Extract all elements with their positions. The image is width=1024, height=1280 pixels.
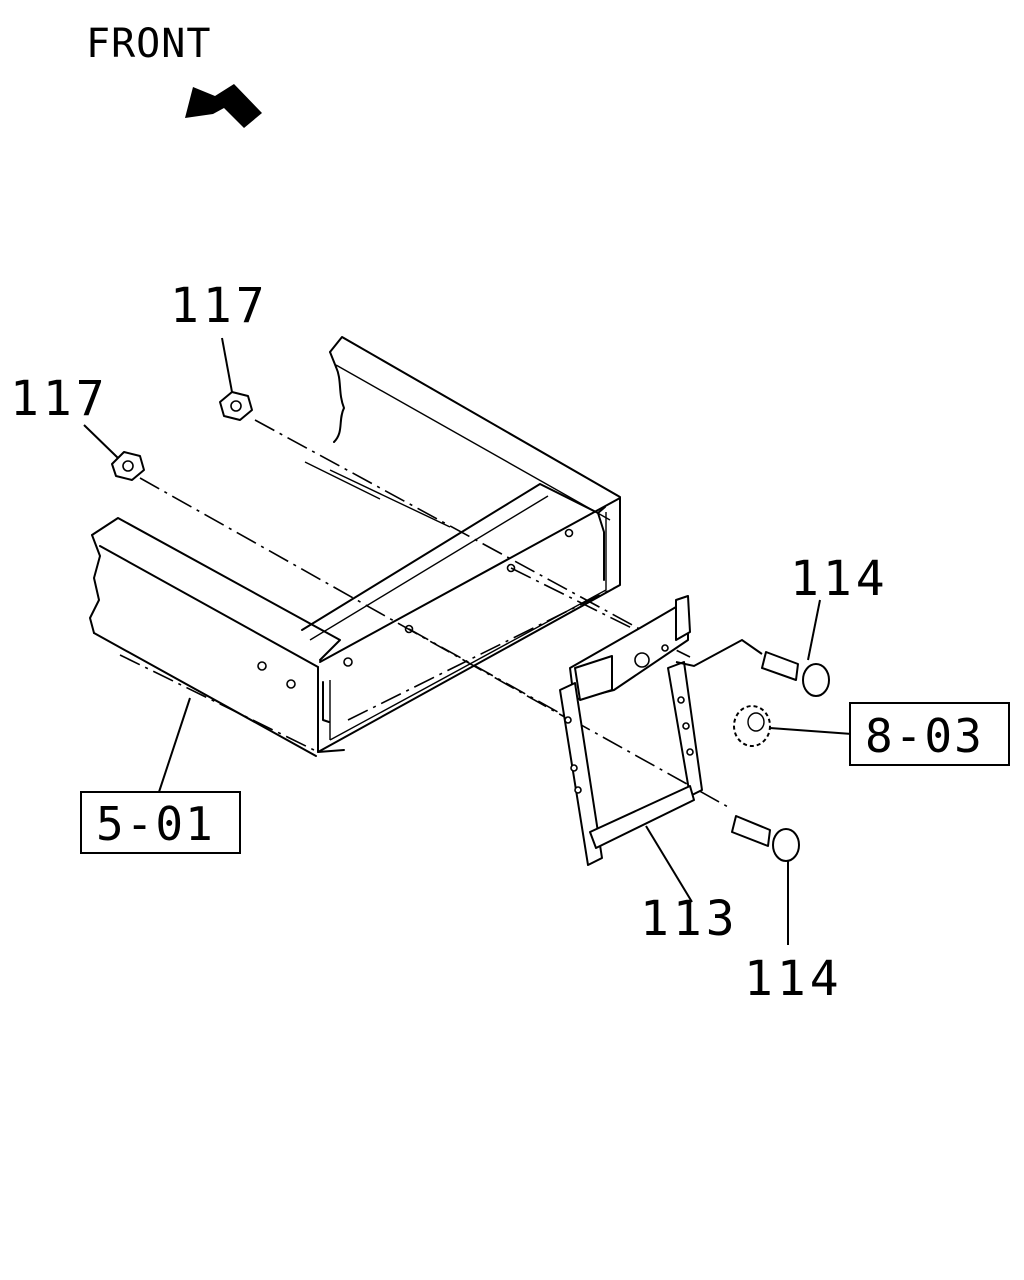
callout-114-lower: 114 <box>744 951 843 1007</box>
plug-8-03 <box>733 705 771 747</box>
assembly-centerlines <box>119 336 731 809</box>
frame-rail <box>89 336 621 757</box>
ref-label-8-03: 8-03 <box>865 709 984 763</box>
ref-box-5-01[interactable]: 5-01 <box>80 791 241 854</box>
bolt-114-upper <box>761 651 830 697</box>
front-direction-arrow-icon <box>185 84 262 128</box>
callout-117-left: 117 <box>10 371 109 427</box>
callout-114-upper: 114 <box>790 551 889 607</box>
callout-113: 113 <box>640 891 739 947</box>
callout-117-upper: 117 <box>170 278 269 334</box>
ref-box-8-03[interactable]: 8-03 <box>849 702 1010 766</box>
ref-label-5-01: 5-01 <box>96 797 215 851</box>
nut-117-upper <box>219 391 253 421</box>
nut-117-left <box>111 451 145 481</box>
bolt-114-lower <box>731 815 800 862</box>
front-label: FRONT <box>86 21 211 67</box>
bracket-113 <box>559 595 703 866</box>
